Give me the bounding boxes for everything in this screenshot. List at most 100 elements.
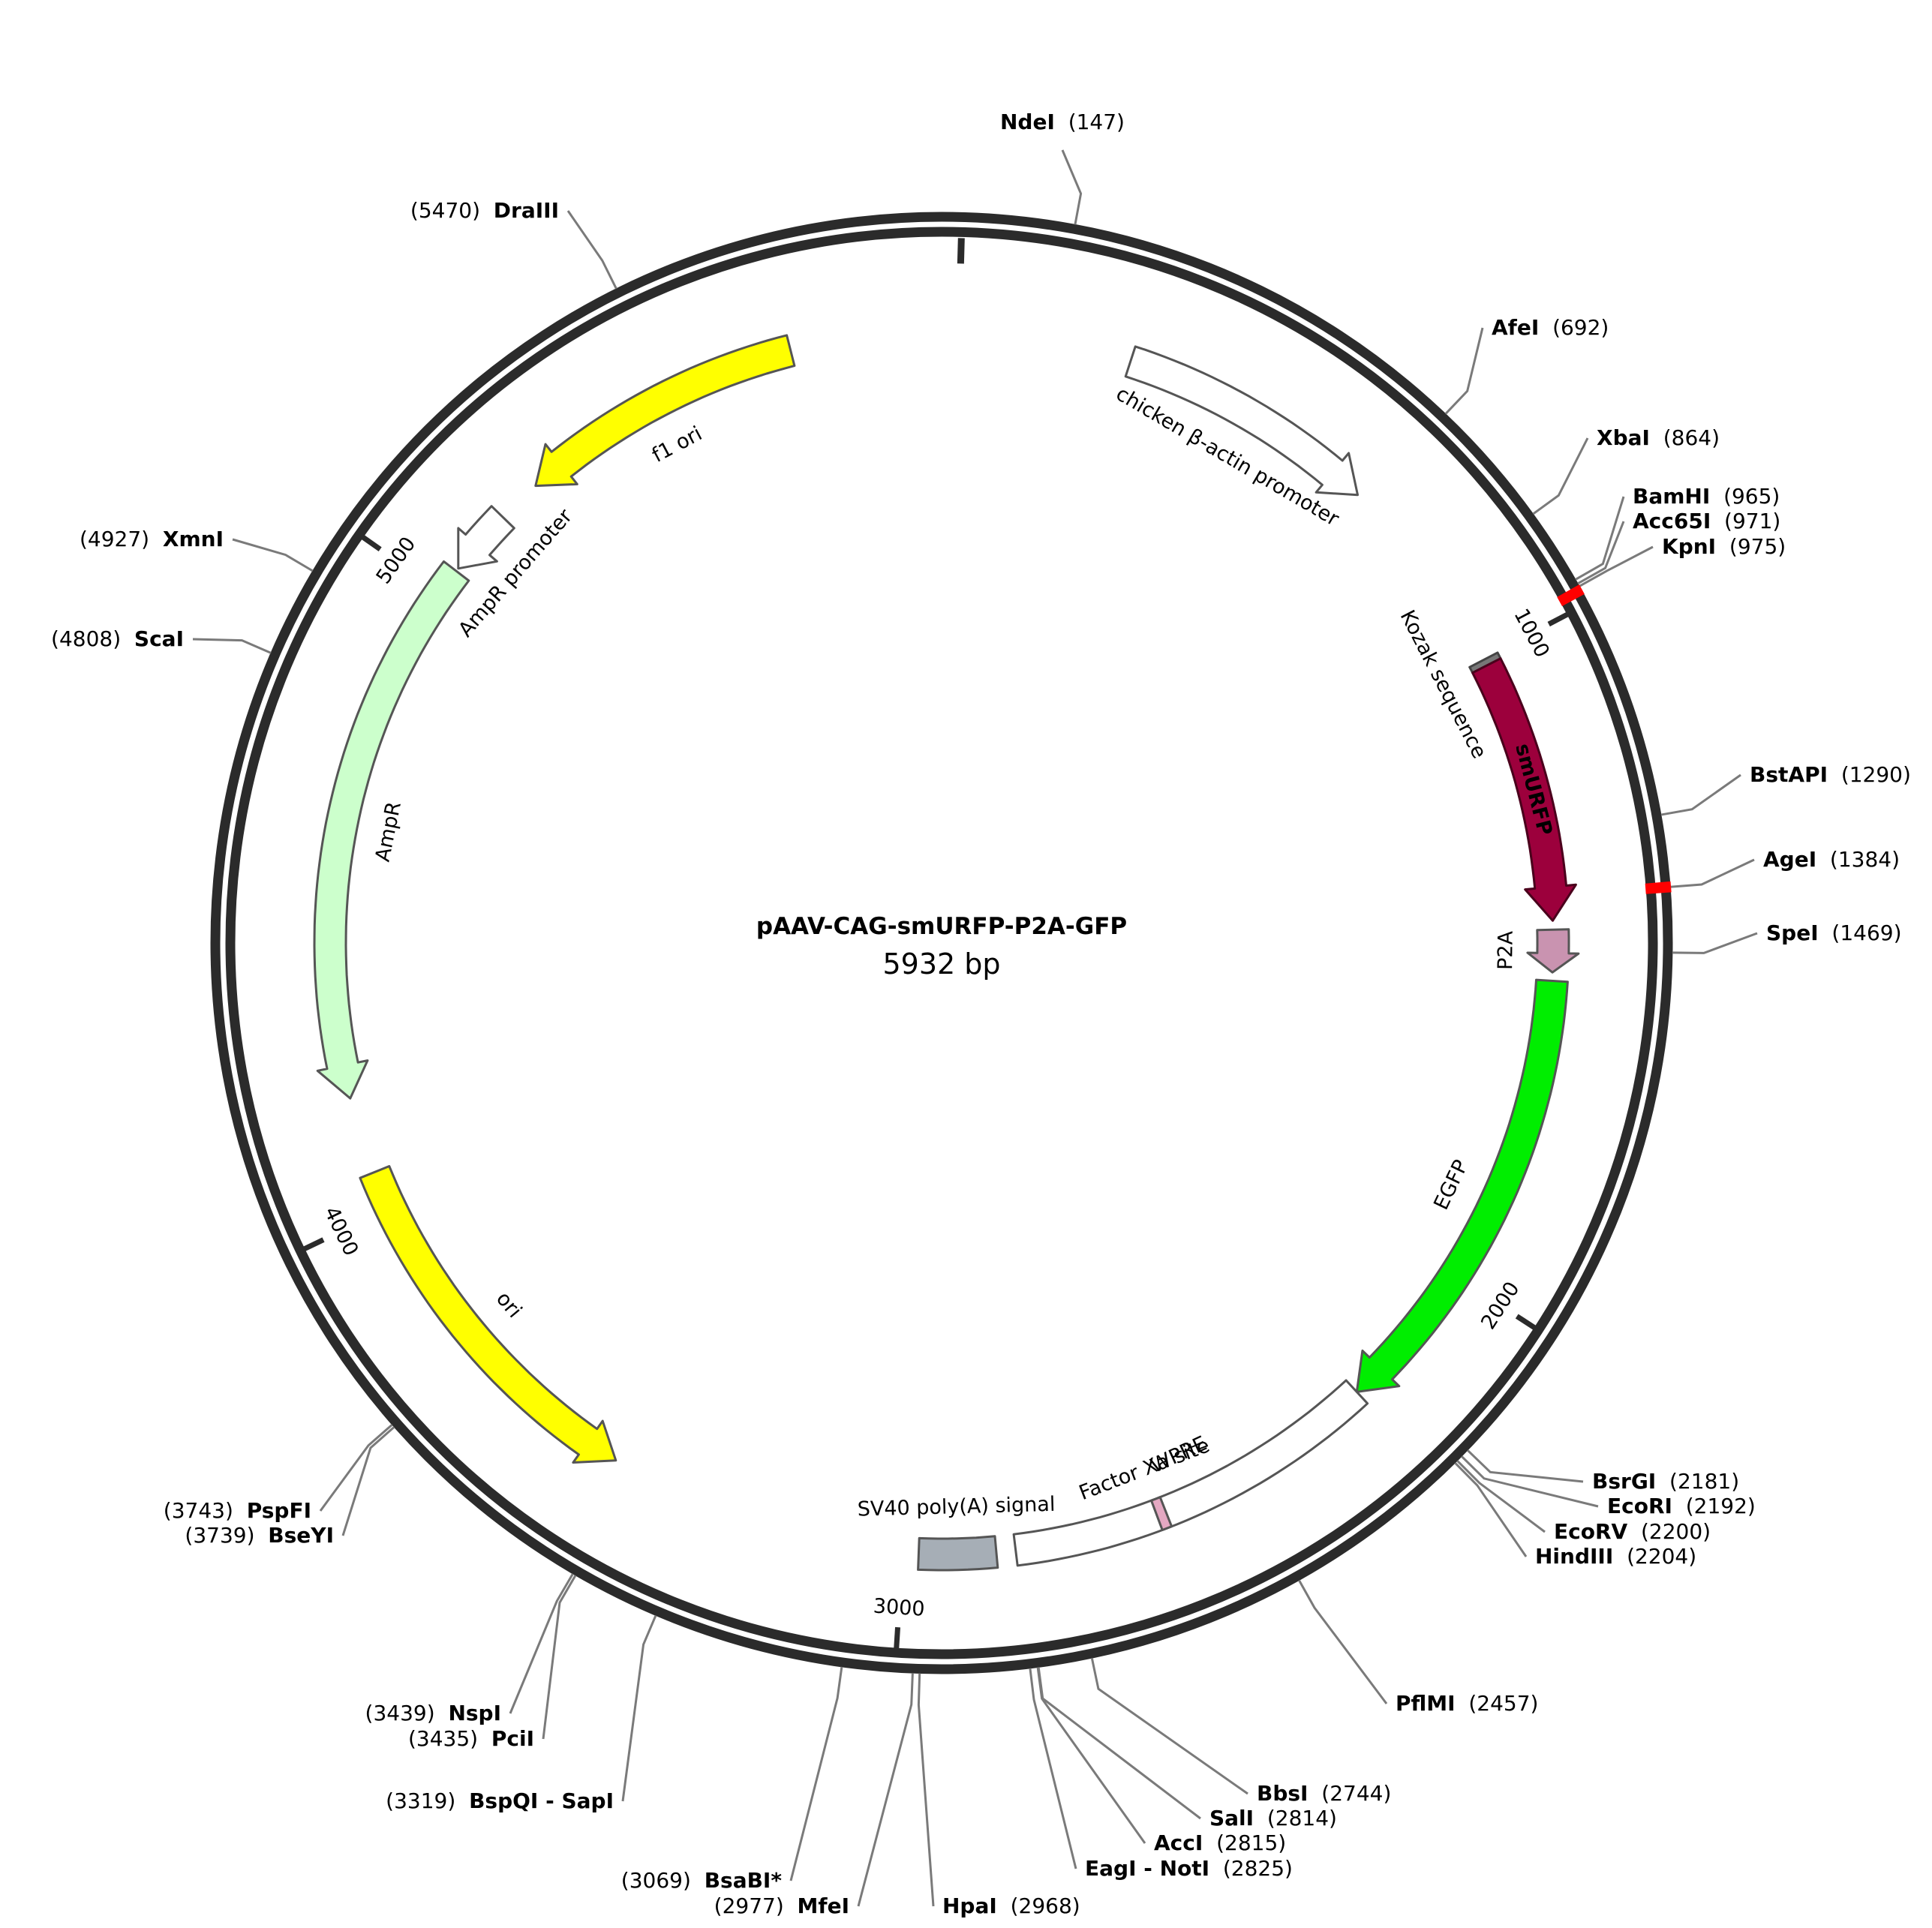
site-leader-line xyxy=(1036,1667,1146,1844)
site-label-acci: AccI (2815) xyxy=(1154,1830,1286,1855)
feature-label: P2A xyxy=(1494,930,1518,970)
site-name: EcoRI xyxy=(1607,1494,1672,1518)
tick-label: 1000 xyxy=(1509,605,1553,661)
site-leader-line xyxy=(917,1673,935,1907)
site-leader-line xyxy=(1090,1657,1248,1795)
site-leader-line xyxy=(1298,1579,1388,1704)
site-name: HindIII xyxy=(1535,1544,1613,1569)
site-position: (1290) xyxy=(1828,762,1911,787)
site-position: (975) xyxy=(1716,534,1786,559)
site-label-sali: SalI (2814) xyxy=(1209,1806,1337,1830)
highlighted-sites xyxy=(1557,584,1672,894)
site-label-bspqi-sapi: (3319) BspQI - SapI xyxy=(386,1788,614,1813)
tick-mark xyxy=(1547,611,1570,627)
plasmid-size: 5932 bp xyxy=(882,947,1000,981)
site-position: (2192) xyxy=(1672,1494,1756,1518)
site-leader-line xyxy=(1454,1461,1528,1557)
feature-smurfp: smURFP xyxy=(1471,657,1577,922)
site-label-pflmi: PflMI (2457) xyxy=(1396,1691,1538,1716)
site-position: (3435) xyxy=(408,1726,491,1751)
site-position: (4808) xyxy=(51,626,134,651)
site-position: (2200) xyxy=(1627,1519,1711,1544)
feature-arrow xyxy=(534,334,796,488)
restriction-sites: NdeI (147) AfeI (692) XbaI (864) BamHI (965… xyxy=(51,110,1911,1918)
feature-f1ori: f1 ori xyxy=(534,334,796,488)
site-leader-lines xyxy=(192,149,1758,1907)
feature-p2a: P2A xyxy=(1494,928,1580,974)
feature-sv40: SV40 poly(A) signal xyxy=(857,1493,1056,1572)
feature-label: AmpR xyxy=(371,800,406,863)
site-name: BamHI xyxy=(1633,484,1710,509)
tick-mark xyxy=(302,1237,325,1252)
site-name: BspQI - SapI xyxy=(469,1788,614,1813)
site-name: KpnI xyxy=(1662,534,1716,559)
site-leader-line xyxy=(1670,858,1755,888)
site-leader-line xyxy=(1061,149,1083,225)
site-position: (2814) xyxy=(1254,1806,1337,1830)
site-leader-line xyxy=(566,210,617,290)
site-leader-line xyxy=(1444,327,1484,415)
site-label-xbai: XbaI (864) xyxy=(1597,425,1720,450)
site-name: NdeI xyxy=(1000,110,1055,134)
site-name: MfeI xyxy=(798,1893,849,1918)
site-name: AfeI xyxy=(1492,315,1539,340)
site-name: PspFI xyxy=(247,1498,311,1523)
site-label-mfei: (2977) MfeI xyxy=(714,1893,849,1918)
site-leader-line xyxy=(542,1575,577,1740)
tick-mark xyxy=(360,534,382,552)
site-leader-line xyxy=(1672,932,1758,954)
site-label-bsrgi: BsrGI (2181) xyxy=(1592,1469,1739,1494)
plasmid-center-label: pAAV-CAG-smURFP-P2A-GFP 5932 bp xyxy=(756,913,1127,981)
feature-label: EGFP xyxy=(1429,1156,1473,1213)
site-leader-line xyxy=(1575,496,1625,581)
site-leader-line xyxy=(1461,1455,1599,1508)
highlight-mark xyxy=(1557,584,1585,607)
site-name: PflMI xyxy=(1396,1691,1456,1716)
site-name: SalI xyxy=(1209,1806,1254,1830)
site-name: ScaI xyxy=(134,626,184,651)
feature-cba: chicken β-actin promoter xyxy=(1112,345,1359,531)
feature-amprp: AmpR promoter xyxy=(454,504,578,641)
feature-ampr: AmpR xyxy=(313,560,470,1100)
site-name: PciI xyxy=(491,1726,534,1751)
feature-label: AmpR promoter xyxy=(454,504,578,641)
feature-arrow xyxy=(1150,1496,1173,1531)
site-label-pspfi: (3743) PspFI xyxy=(164,1498,311,1523)
site-position: (1469) xyxy=(1819,920,1902,945)
site-name: EcoRV xyxy=(1554,1519,1628,1544)
site-position: (1384) xyxy=(1816,847,1900,872)
site-leader-line xyxy=(1532,437,1589,515)
feature-arrow xyxy=(1355,978,1569,1393)
site-name: SpeI xyxy=(1766,920,1819,945)
site-label-ndei: NdeI (147) xyxy=(1000,110,1125,134)
site-position: (692) xyxy=(1539,315,1609,340)
plasmid-name: pAAV-CAG-smURFP-P2A-GFP xyxy=(756,913,1127,940)
site-position: (2204) xyxy=(1613,1544,1696,1569)
feature-arrow xyxy=(313,560,470,1100)
site-position: (3069) xyxy=(621,1868,705,1893)
site-position: (2457) xyxy=(1456,1691,1539,1716)
site-position: (965) xyxy=(1710,484,1780,509)
site-leader-line xyxy=(341,1426,395,1536)
site-leader-line xyxy=(1456,1460,1546,1533)
tick-label: 3000 xyxy=(873,1595,926,1621)
site-position: (2744) xyxy=(1308,1781,1391,1806)
site-name: NspI xyxy=(448,1701,501,1725)
site-label-acc65i: Acc65I (971) xyxy=(1633,509,1780,533)
feature-label: SV40 poly(A) signal xyxy=(857,1493,1055,1521)
site-leader-line xyxy=(1029,1668,1077,1869)
feature-label: Kozak sequence xyxy=(1396,606,1491,762)
site-name: XmnI xyxy=(163,527,224,551)
site-label-scai: (4808) ScaI xyxy=(51,626,184,651)
site-label-hpai: HpaI (2968) xyxy=(942,1893,1080,1918)
feature-arrow xyxy=(1124,345,1359,497)
site-label-eagi-noti: EagI - NotI (2825) xyxy=(1085,1856,1293,1881)
site-position: (2825) xyxy=(1209,1856,1293,1881)
site-leader-line xyxy=(1579,545,1654,587)
site-position: (2968) xyxy=(997,1893,1080,1918)
site-label-agei: AgeI (1384) xyxy=(1763,847,1900,872)
tick-mark xyxy=(894,1626,901,1650)
site-position: (3319) xyxy=(386,1788,469,1813)
